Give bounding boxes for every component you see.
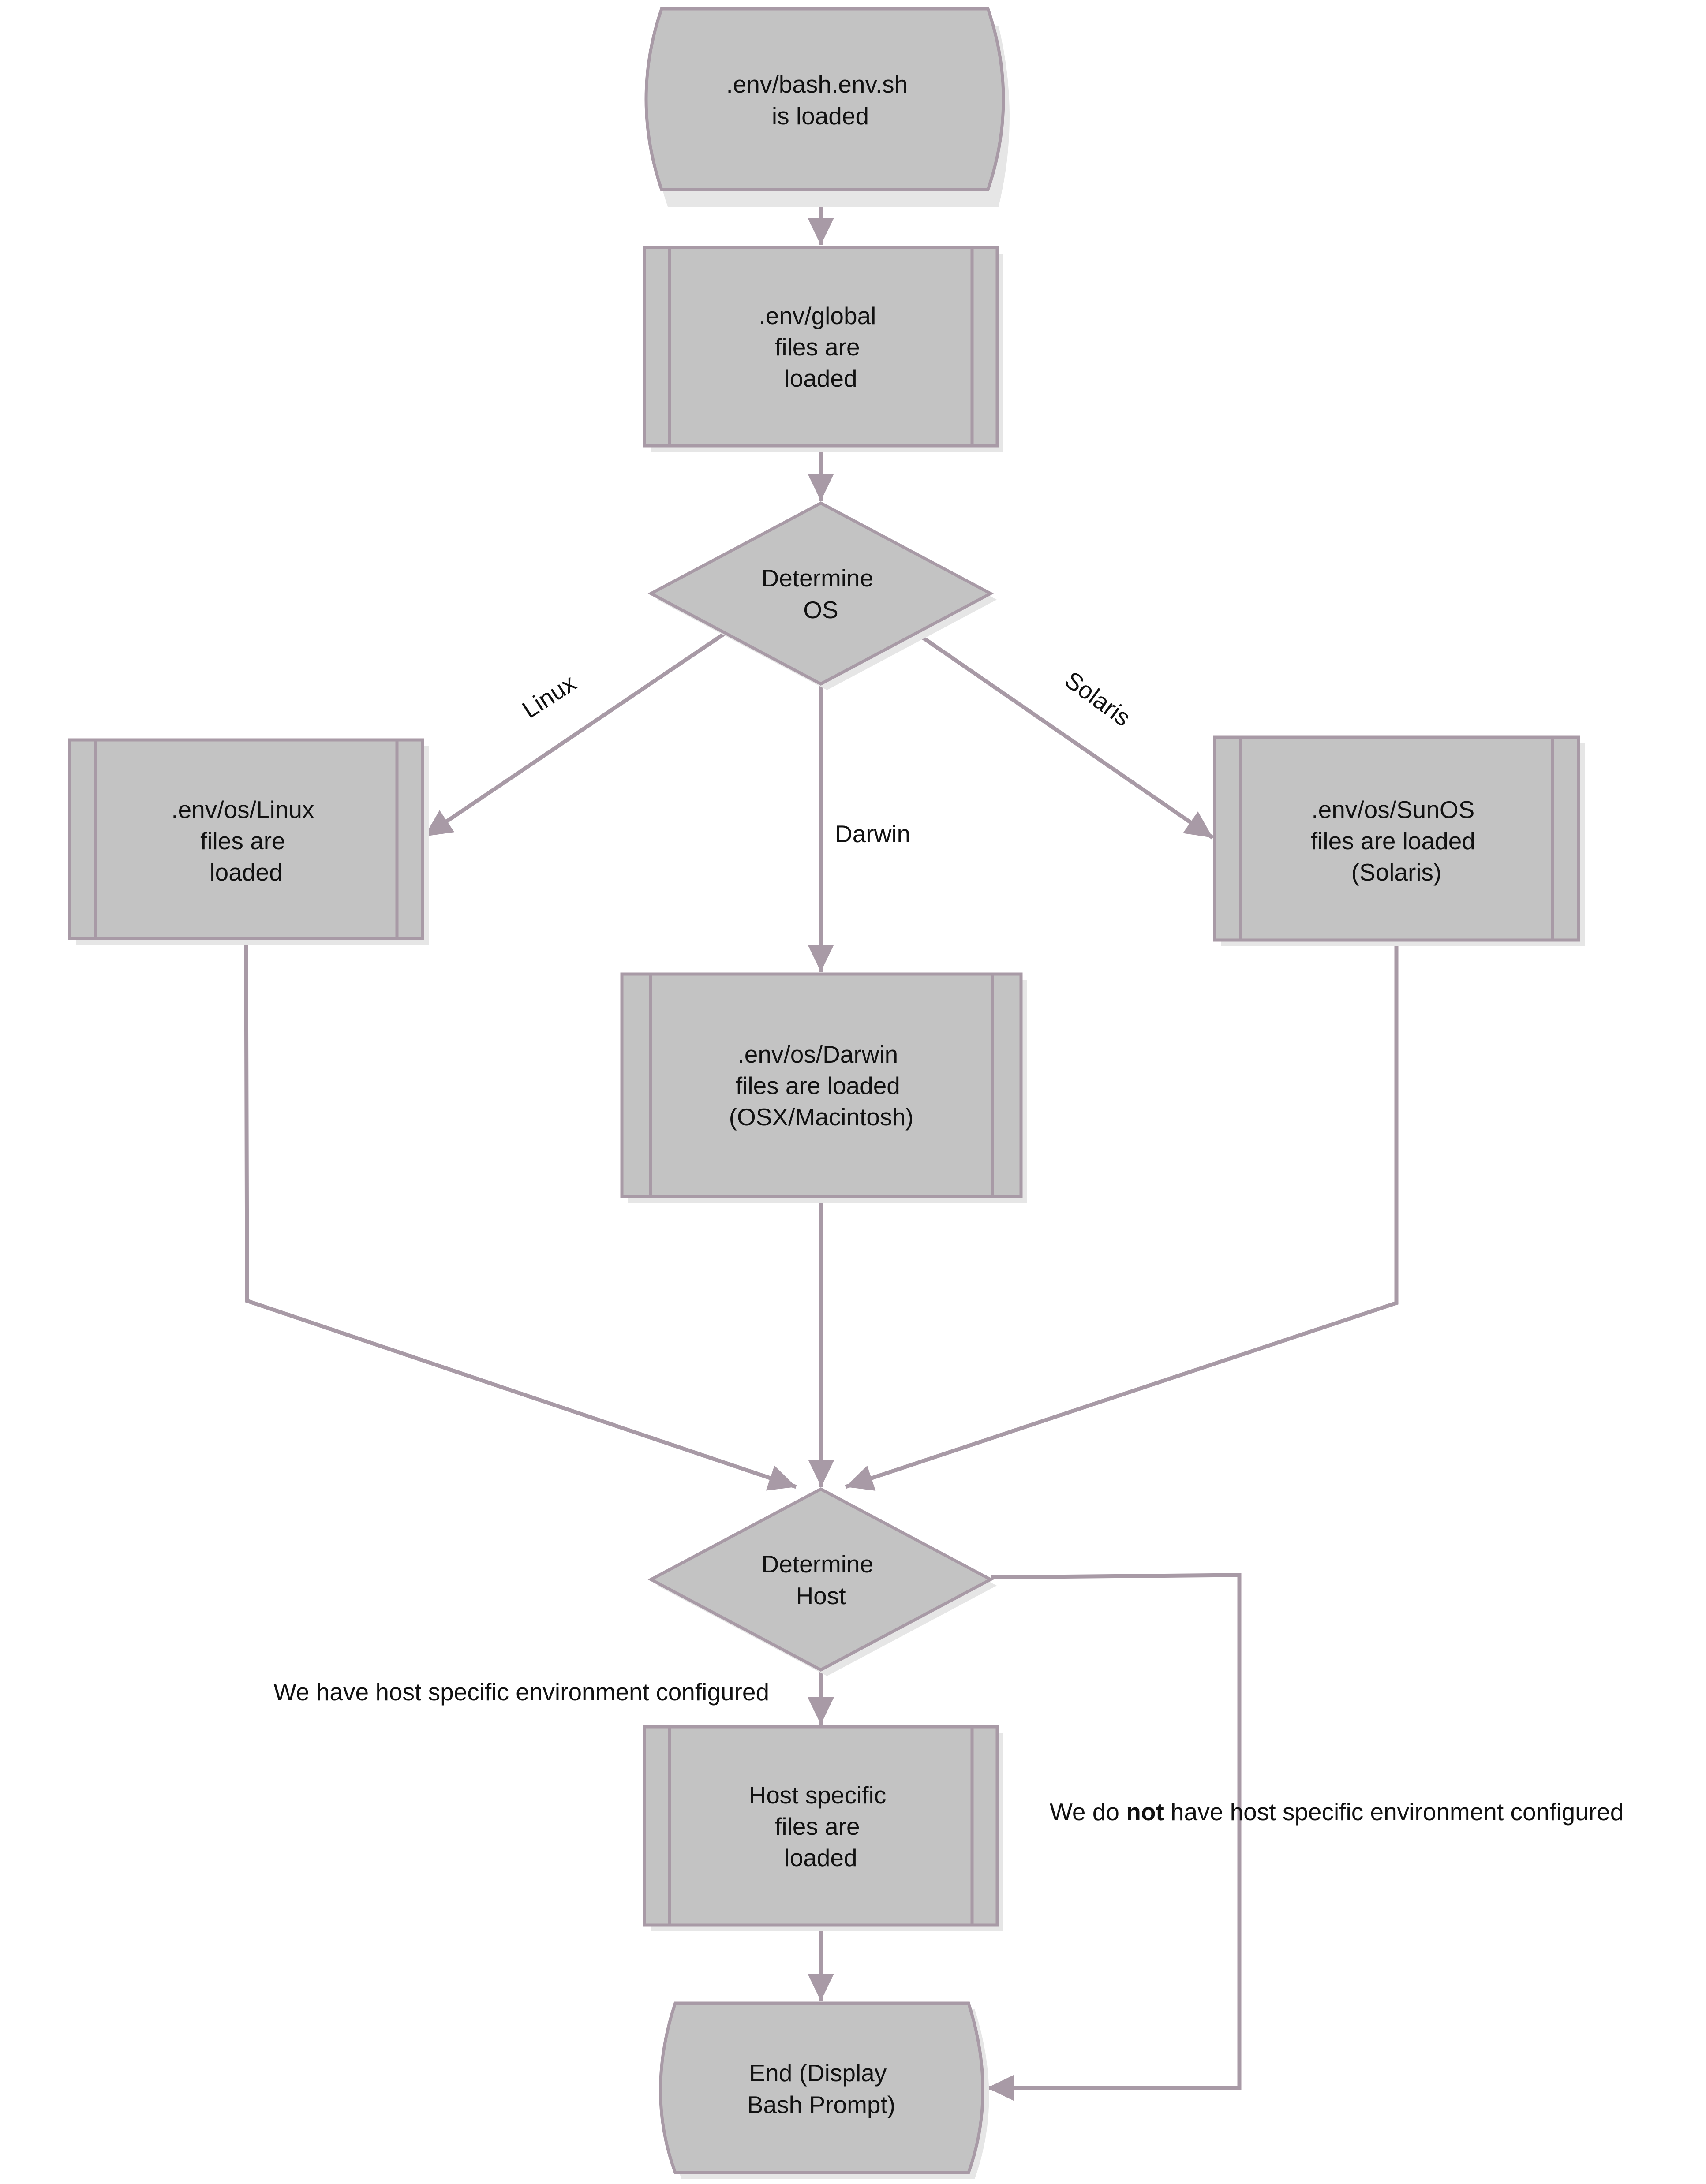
determine-os-decision[interactable]: Determine OS — [647, 501, 997, 690]
edge-label-host-no: We do not have host specific environment… — [1050, 1798, 1624, 1826]
determine-host-decision[interactable]: Determine Host — [647, 1487, 997, 1676]
edge-label-darwin: Darwin — [835, 820, 910, 847]
global-files-box[interactable]: .env/global files are loaded — [643, 246, 1003, 452]
linux-text: .env/os/Linux files are loaded — [171, 796, 321, 886]
edge-label-host-no-bold: not — [1126, 1798, 1164, 1826]
edge-label-solaris: Solaris — [1060, 666, 1136, 732]
host-text: Host specific files are loaded — [748, 1781, 893, 1871]
connector-global-to-os-arrowhead — [808, 474, 834, 501]
determine-os-text: Determine OS — [762, 564, 880, 623]
connector-os-to-darwin-arrowhead — [808, 945, 834, 972]
connector-sunos-to-host-arrowhead — [846, 1465, 876, 1491]
edge-label-linux: Linux — [517, 669, 581, 724]
connector-os-to-linux — [423, 630, 729, 838]
connector-start-to-global-arrowhead — [808, 218, 834, 245]
connector-os-to-sunos-arrowhead — [1182, 811, 1213, 838]
edge-label-host-yes: We have host specific environment config… — [273, 1678, 769, 1706]
connector-sunos-to-host — [845, 940, 1399, 1489]
nodes: .env/bash.env.sh is loaded .env/global f… — [68, 7, 1585, 2179]
edge-label-host-no-before: We do — [1050, 1798, 1126, 1826]
global-text: .env/global files are loaded — [759, 302, 883, 392]
connector-host-no-arrowhead — [987, 2075, 1014, 2101]
connector-os-to-sunos — [913, 630, 1214, 840]
linux-files-box[interactable]: .env/os/Linux files are loaded — [68, 738, 429, 945]
connectors — [244, 190, 1399, 2101]
darwin-text: .env/os/Darwin files are loaded (OSX/Mac… — [729, 1041, 914, 1131]
start-terminator[interactable]: .env/bash.env.sh is loaded — [644, 7, 1010, 207]
connector-host-to-end-arrowhead — [808, 1974, 834, 2001]
end-terminator[interactable]: End (Display Bash Prompt) — [659, 2001, 989, 2179]
sunos-text: .env/os/SunOS files are loaded (Solaris) — [1311, 796, 1482, 886]
host-files-box[interactable]: Host specific files are loaded — [643, 1725, 1003, 1931]
connector-darwin-to-host-arrowhead — [808, 1460, 834, 1487]
connector-host-yes-arrowhead — [808, 1697, 834, 1725]
determine-host-text: Determine Host — [762, 1550, 880, 1609]
darwin-files-box[interactable]: .env/os/Darwin files are loaded (OSX/Mac… — [620, 972, 1027, 1203]
connector-host-no — [987, 1573, 1242, 2090]
connector-os-to-linux-arrowhead — [424, 810, 455, 836]
sunos-files-box[interactable]: .env/os/SunOS files are loaded (Solaris) — [1213, 735, 1585, 946]
edge-label-host-no-after: have host specific environment configure… — [1164, 1798, 1624, 1826]
start-text: .env/bash.env.sh is loaded — [726, 71, 914, 130]
end-text: End (Display Bash Prompt) — [747, 2059, 895, 2118]
connector-linux-to-host — [244, 938, 797, 1489]
connector-linux-to-host-arrowhead — [766, 1465, 796, 1491]
